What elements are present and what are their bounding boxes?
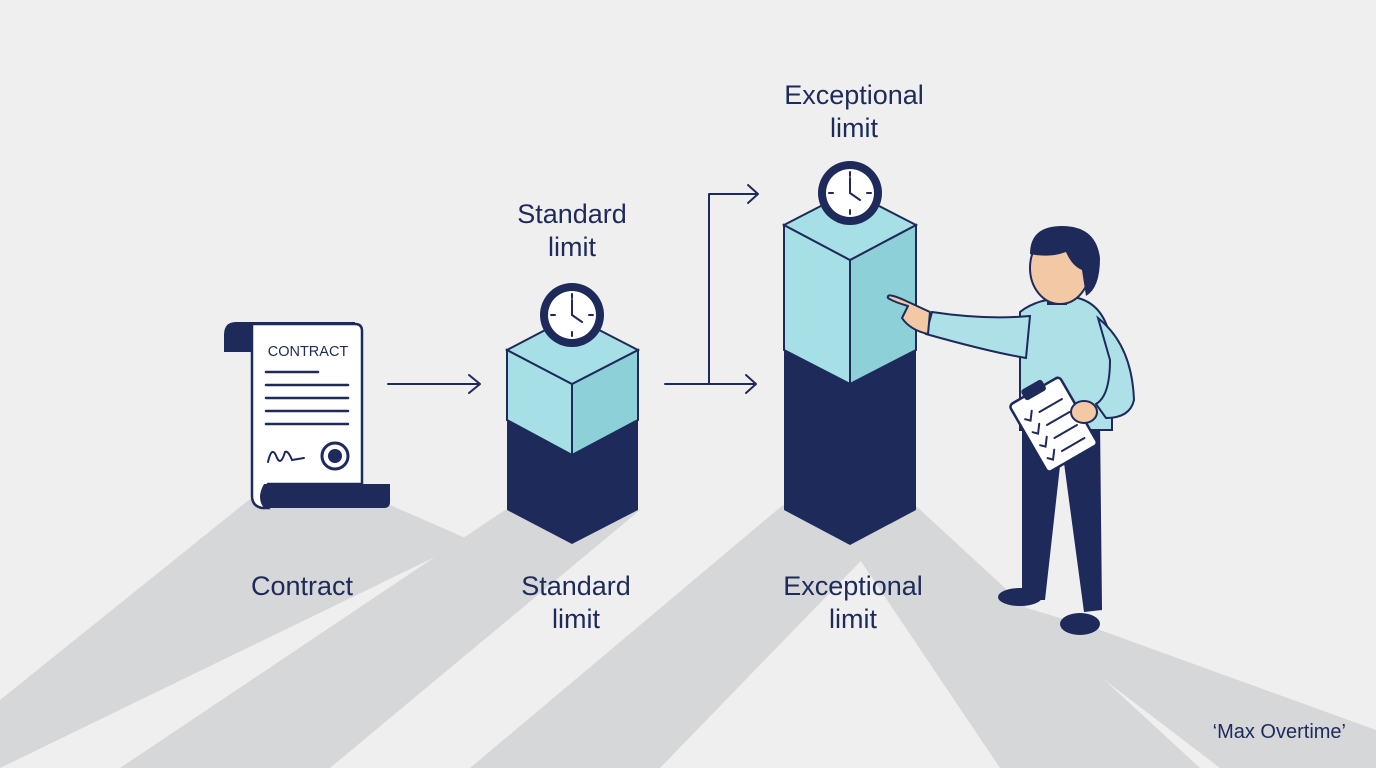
clipboard-icon bbox=[1009, 376, 1099, 473]
person-hair bbox=[1030, 226, 1100, 296]
standard-shadow bbox=[120, 510, 640, 768]
contract-caption: Contract bbox=[250, 571, 354, 601]
exceptional-limit-block bbox=[781, 189, 919, 545]
person-legs bbox=[1022, 420, 1102, 612]
floor-shadows bbox=[0, 495, 1376, 768]
standard-limit-caption: Standard limit bbox=[521, 571, 631, 634]
person-left-shoe bbox=[998, 588, 1042, 606]
contract-text-lines bbox=[264, 370, 350, 426]
seal-center bbox=[328, 449, 342, 463]
signature-icon bbox=[267, 450, 305, 463]
arrow-branch-up bbox=[708, 184, 759, 385]
exceptional-block-base-left bbox=[784, 350, 850, 545]
standard-block-base-right bbox=[572, 420, 638, 544]
person-figure bbox=[886, 226, 1136, 635]
contract-heading: CONTRACT bbox=[268, 344, 349, 360]
person-right-shoe bbox=[1060, 613, 1100, 635]
person-clipboard-hand bbox=[1070, 400, 1098, 424]
person-right-arm bbox=[1094, 315, 1136, 420]
standard-limit-top-label: Standard limit bbox=[517, 199, 627, 262]
exceptional-limit-caption: Exceptional limit bbox=[783, 571, 923, 634]
arrow-standard-to-exceptional bbox=[664, 374, 757, 394]
flow-arrows bbox=[387, 184, 759, 394]
standard-limit-block bbox=[504, 314, 641, 544]
credit-text: ‘Max Overtime’ bbox=[1212, 721, 1346, 743]
exceptional-block-base-right bbox=[850, 350, 916, 545]
standard-block-base-left bbox=[507, 420, 572, 544]
contract-shadow bbox=[0, 495, 470, 768]
exceptional-limit-top-label: Exceptional limit bbox=[784, 80, 924, 143]
arrow-contract-to-standard bbox=[387, 374, 481, 394]
contract-document: CONTRACT bbox=[224, 322, 390, 510]
exceptional-clock-icon bbox=[818, 161, 882, 225]
exceptional-shadow-right bbox=[850, 505, 1200, 768]
exceptional-shadow bbox=[470, 505, 915, 768]
standard-clock-icon bbox=[540, 283, 604, 347]
person-shadow bbox=[1000, 600, 1376, 768]
person-pointing-hand bbox=[886, 294, 931, 335]
person-pointing-arm bbox=[924, 310, 1032, 360]
scroll-bottom-curl bbox=[260, 484, 390, 508]
